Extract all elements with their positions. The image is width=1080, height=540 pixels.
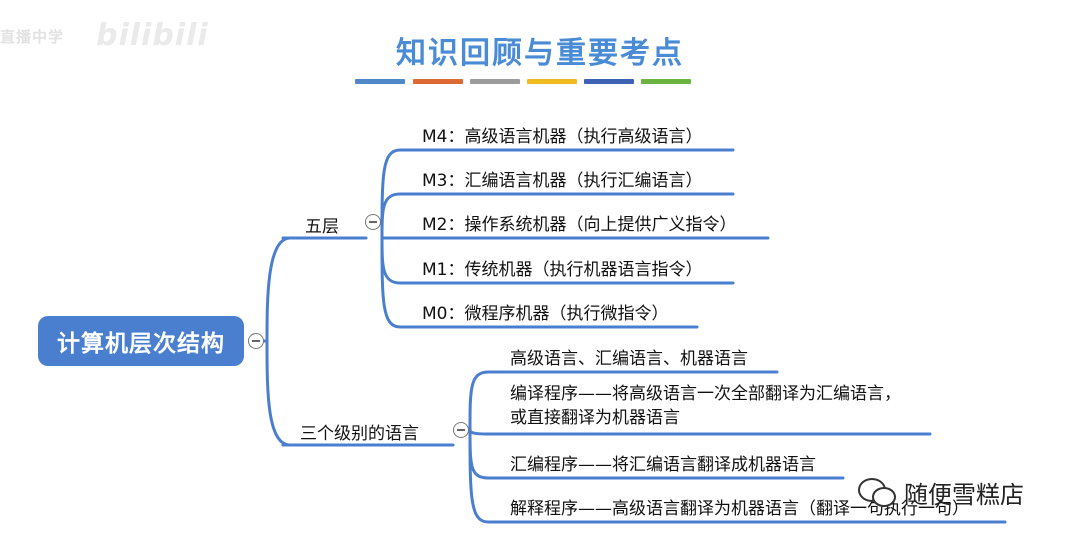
collapse-three-languages-toggle[interactable] xyxy=(453,422,469,438)
connector-root-top xyxy=(262,236,292,343)
color-bar-1 xyxy=(355,79,405,84)
page-title: 知识回顾与重要考点 xyxy=(396,36,684,71)
connector-lang-1 xyxy=(468,370,779,431)
connector-m0 xyxy=(380,236,699,329)
branch-five-layers[interactable]: 五层 xyxy=(305,217,339,237)
branch-three-languages[interactable]: 三个级别的语言 xyxy=(300,424,419,444)
wechat-icon xyxy=(858,478,896,507)
node-compiler-line-2: 或直接翻译为机器语言 xyxy=(510,408,680,428)
node-assembler[interactable]: 汇编程序——将汇编语言翻译成机器语言 xyxy=(510,455,816,475)
collapse-root-toggle[interactable] xyxy=(248,333,264,349)
color-bar-5 xyxy=(584,79,634,84)
color-bar-3 xyxy=(470,79,520,84)
node-m2[interactable]: M2：操作系统机器（向上提供广义指令） xyxy=(422,215,737,235)
color-bar-4 xyxy=(527,79,577,84)
wechat-watermark: 随便雪糕店 xyxy=(858,474,1024,510)
connector-root-bottom xyxy=(262,339,292,447)
node-compiler-line-1: 编译程序——将高级语言一次全部翻译为汇编语言， xyxy=(510,384,901,404)
bilibili-watermark: 直播中学 bilibili xyxy=(0,18,208,53)
node-m4[interactable]: M4：高级语言机器（执行高级语言） xyxy=(422,127,703,147)
node-interpreter[interactable]: 解释程序——高级语言翻译为机器语言（翻译一句执行一句） xyxy=(510,499,969,519)
node-m0[interactable]: M0：微程序机器（执行微指令） xyxy=(422,304,669,324)
connector-lang-4 xyxy=(468,427,1007,524)
watermark-text: 随便雪糕店 xyxy=(904,480,1024,509)
connector-m3 xyxy=(380,192,735,240)
node-m1[interactable]: M1：传统机器（执行机器语言指令） xyxy=(422,260,703,280)
collapse-five-layers-toggle[interactable] xyxy=(365,214,381,230)
node-compiler[interactable]: 编译程序——将高级语言一次全部翻译为汇编语言， 或直接翻译为机器语言 xyxy=(510,382,901,430)
color-bar-6 xyxy=(641,79,691,84)
color-bar-2 xyxy=(413,79,463,84)
root-node[interactable]: 计算机层次结构 xyxy=(38,316,244,366)
bilibili-logo: bilibili xyxy=(96,18,209,53)
root-label: 计算机层次结构 xyxy=(57,331,225,357)
node-lang-levels[interactable]: 高级语言、汇编语言、机器语言 xyxy=(510,349,748,369)
node-m3[interactable]: M3：汇编语言机器（执行汇编语言） xyxy=(422,171,703,191)
watermark-prefix: 直播中学 xyxy=(0,28,65,46)
